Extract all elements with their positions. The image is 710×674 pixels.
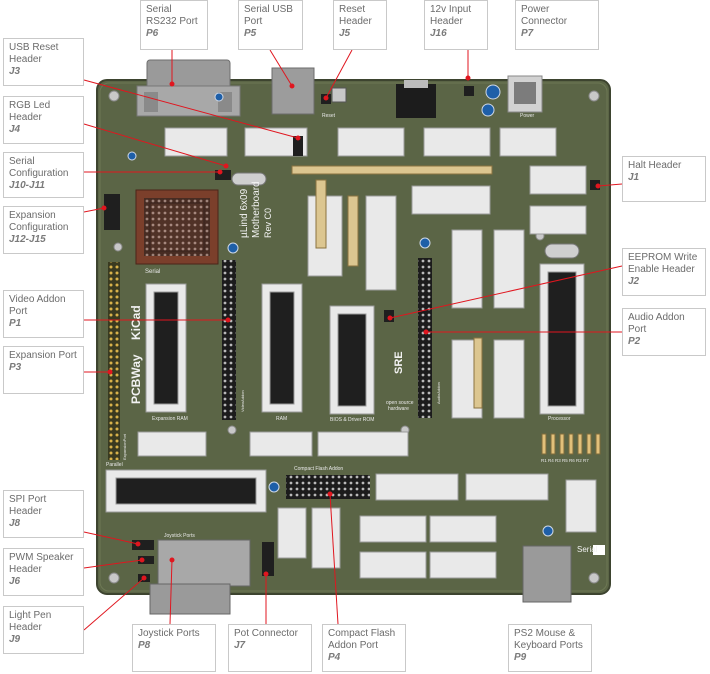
silk-reset: Reset bbox=[322, 113, 336, 119]
silk-video-addon: VideoAddon bbox=[240, 390, 245, 412]
silk-joystick: Joystick Ports bbox=[164, 533, 195, 539]
serial-usb-port bbox=[271, 67, 315, 115]
silk-power: Power bbox=[520, 113, 535, 119]
resistor-array bbox=[541, 433, 601, 455]
expansion-port-pins bbox=[108, 262, 120, 460]
audio-addon-port-pins bbox=[418, 258, 432, 418]
silk-processor: Processor bbox=[548, 416, 571, 422]
sre-logo: SRE bbox=[393, 351, 405, 374]
silk-resistors: R1 R4 R3 R5 R6 R2 R7 bbox=[541, 458, 589, 463]
ps2-connector bbox=[522, 545, 572, 603]
kicad-logo: KiCad bbox=[129, 305, 143, 340]
silk-compact-flash: Compact Flash Addon bbox=[294, 466, 343, 472]
pcb-title-1: µLind 6x09 bbox=[239, 188, 250, 238]
compact-flash-port-pins bbox=[286, 475, 370, 499]
pcb-title-3: Rev C0 bbox=[263, 208, 273, 238]
svg-text:hardware: hardware bbox=[388, 406, 409, 412]
silk-serial-label: Serial bbox=[577, 545, 598, 554]
silk-serial: Serial bbox=[145, 269, 160, 275]
silk-expansion-ram: Expansion RAM bbox=[152, 416, 188, 422]
reset-button bbox=[331, 87, 347, 103]
silk-audio-addon: AudioAddon bbox=[436, 382, 441, 404]
pcb-title-2: Motherboard bbox=[251, 181, 262, 238]
serial-rs232-port bbox=[136, 59, 241, 117]
joystick-connector bbox=[149, 539, 251, 615]
plcc-socket bbox=[135, 189, 219, 265]
silk-ram: RAM bbox=[276, 416, 287, 422]
silk-expansion-port: ExpansionPort bbox=[122, 433, 127, 460]
video-addon-port-pins bbox=[222, 260, 236, 420]
silk-parallel: Parallel bbox=[106, 462, 123, 468]
silk-bios: BIOS & Driver ROM bbox=[330, 417, 374, 423]
oshw-text: open source bbox=[386, 400, 414, 406]
pcbway-logo: PCBWay bbox=[129, 354, 143, 404]
